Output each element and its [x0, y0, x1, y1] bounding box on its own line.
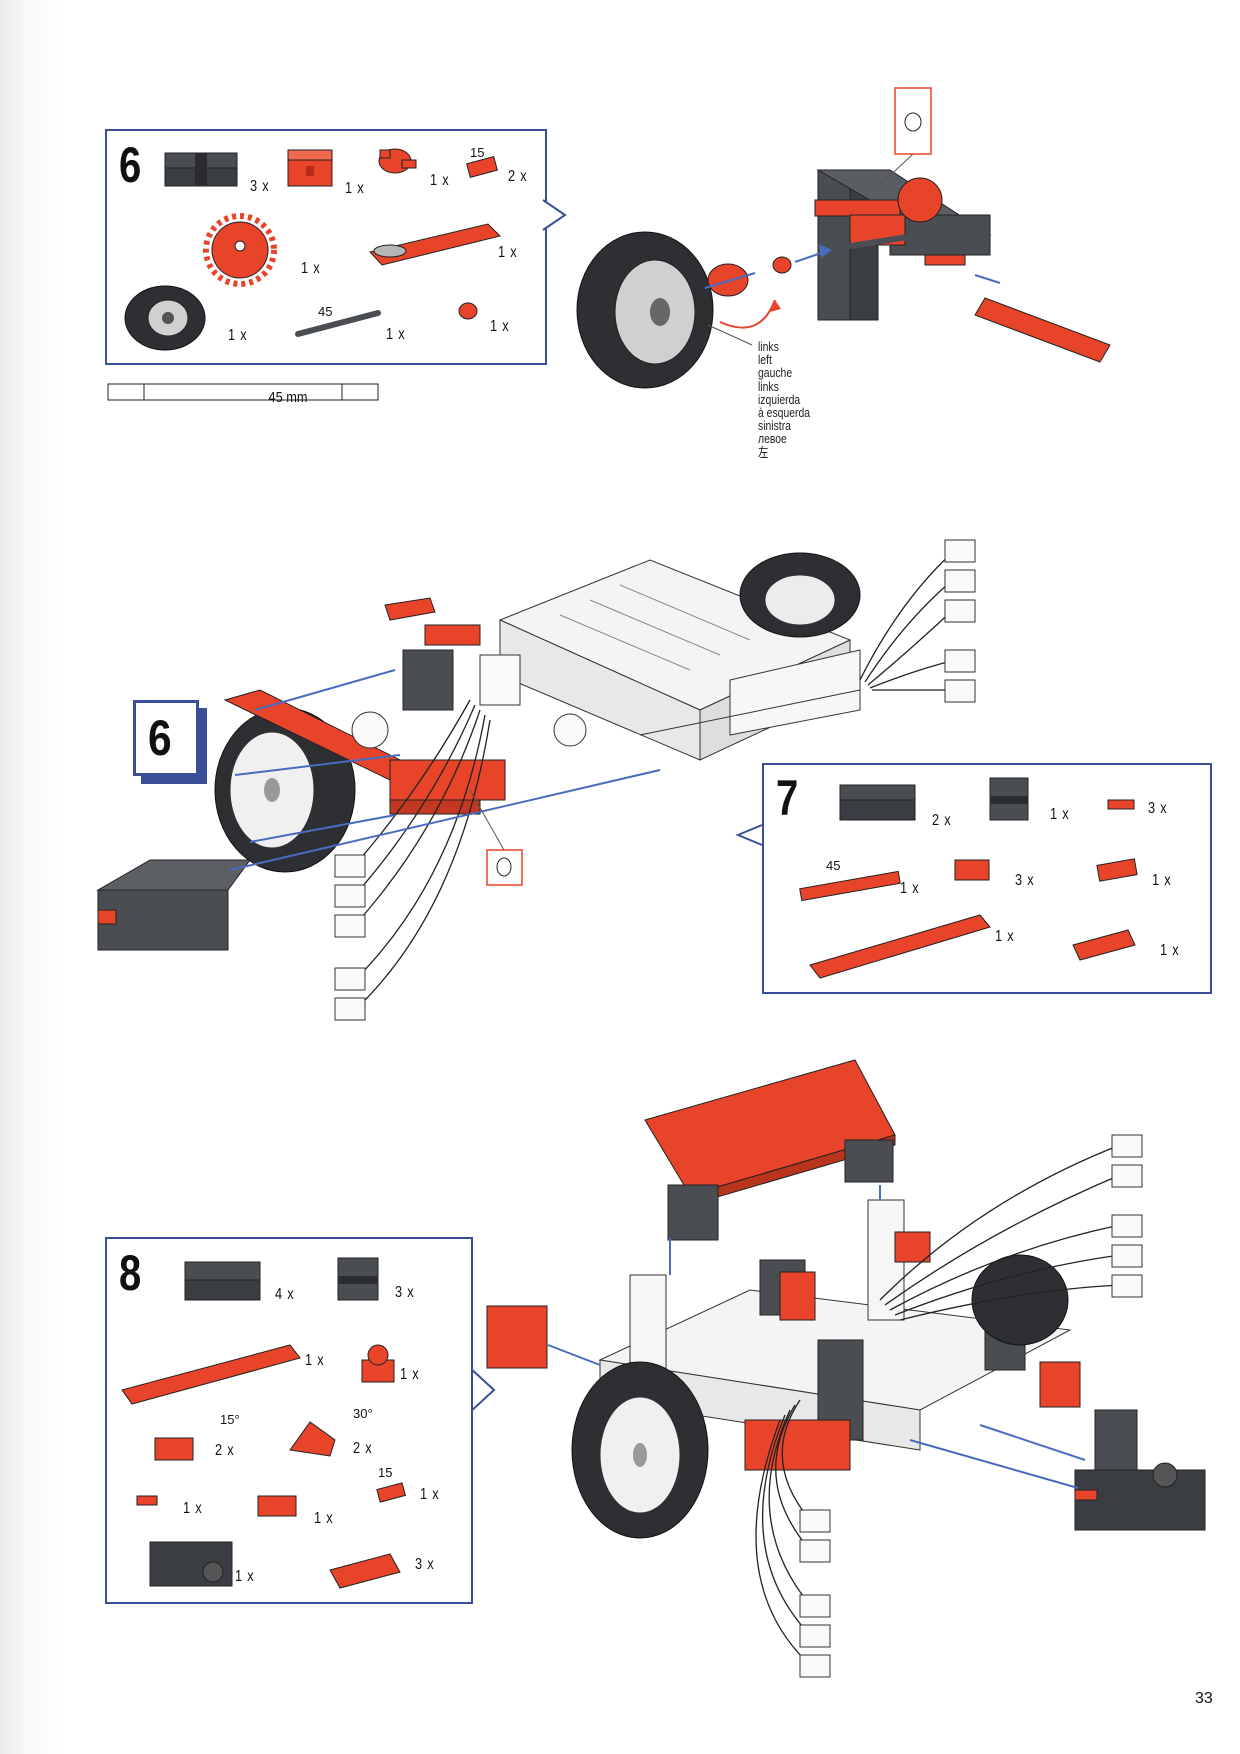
part-size-label: 15 [470, 145, 485, 160]
red-long-plate-icon [809, 914, 991, 979]
part-qty: 3 x [1015, 872, 1035, 889]
part-qty: 1 x [314, 1510, 334, 1527]
red-clip-hub-icon [707, 263, 749, 297]
part-size-label: 45 [318, 304, 333, 319]
step-6-number: 6 [119, 137, 142, 193]
part-size-label: 45 [826, 858, 841, 873]
gray-double-block-icon [989, 777, 1029, 821]
part-size-label: 15 [378, 1465, 393, 1480]
part-qty: 2 x [215, 1442, 235, 1459]
gray-building-block-icon [97, 889, 229, 951]
red-slotted-plate-icon [329, 1553, 401, 1589]
gray-building-block-icon [402, 649, 454, 711]
part-qty: 1 x [400, 1366, 420, 1383]
red-hinge-icon [361, 1344, 395, 1383]
part-size-label: 30° [353, 1406, 373, 1421]
part-qty: 2 x [932, 812, 952, 829]
plug-connector-icon [799, 1134, 1143, 1678]
step-7-number: 7 [776, 770, 799, 826]
red-gear-icon [897, 177, 943, 223]
red-small-block-icon [376, 1482, 406, 1503]
plug-connector-icon [334, 539, 976, 1021]
red-angle-block-icon [954, 859, 990, 881]
left-side-multilingual-label: links left gauche links izquierda à esqu… [758, 339, 811, 460]
part-qty: 4 x [275, 1286, 295, 1303]
red-flat-plate-icon [974, 297, 1111, 363]
motor-gearbox-icon [149, 1541, 233, 1587]
red-angle-block-icon [257, 1495, 297, 1517]
part-size-label: 15° [220, 1412, 240, 1427]
red-flat-plate-icon [369, 223, 501, 266]
gray-double-block-icon [337, 1257, 379, 1301]
red-small-clip-icon [136, 1495, 158, 1506]
red-square-plate-icon [1096, 858, 1138, 882]
part-qty: 1 x [900, 880, 920, 897]
red-gear-icon [203, 213, 277, 287]
part-qty: 2 x [508, 168, 528, 185]
part-qty: 1 x [995, 928, 1015, 945]
red-clip-hub-icon [378, 148, 417, 174]
gear-icon [553, 713, 587, 747]
step-8-number: 8 [119, 1245, 142, 1301]
red-bushing-icon [458, 302, 478, 320]
part-qty: 1 x [305, 1352, 325, 1369]
red-long-beam-icon [799, 870, 901, 902]
part-qty: 1 x [386, 326, 406, 343]
page-number: 33 [1195, 1690, 1213, 1707]
part-qty: 3 x [1148, 800, 1168, 817]
detail-inset-icon [486, 849, 523, 886]
red-angle-block-icon [744, 1419, 851, 1471]
gray-building-block-icon [164, 152, 238, 187]
axle-measure-icon [107, 383, 379, 401]
part-qty: 3 x [395, 1284, 415, 1301]
red-angle-block-icon [389, 759, 506, 801]
part-qty: 1 x [490, 318, 510, 335]
part-qty: 1 x [228, 327, 248, 344]
part-qty: 3 x [415, 1556, 435, 1573]
part-qty: 1 x [498, 244, 518, 261]
part-qty: 3 x [250, 178, 270, 195]
red-bushing-icon [772, 256, 792, 274]
part-qty: 1 x [345, 180, 365, 197]
part-qty: 1 x [235, 1568, 255, 1585]
axle-rod-icon [295, 310, 381, 337]
red-wedge-block-icon [289, 1421, 336, 1457]
step-6-callout-badge: 6 [133, 700, 199, 776]
part-qty: 1 x [430, 172, 450, 189]
red-square-plate-icon [384, 597, 436, 621]
red-wedge-block-icon [154, 1437, 194, 1461]
part-qty: 1 x [301, 260, 321, 277]
part-qty: 1 x [1152, 872, 1172, 889]
part-qty: 1 x [183, 1500, 203, 1517]
red-long-plate-icon [121, 1344, 301, 1405]
red-small-block-icon [466, 156, 498, 178]
part-qty: 2 x [353, 1440, 373, 1457]
red-short-plate-icon [1072, 929, 1136, 961]
red-small-clip-icon [1107, 799, 1135, 810]
book-spine-shadow [0, 0, 60, 1754]
part-qty: 1 x [1050, 806, 1070, 823]
axle-measure-label: 45 mm [268, 389, 308, 406]
gray-building-block-icon [184, 1261, 261, 1301]
part-qty: 1 x [420, 1486, 440, 1503]
red-square-plate-icon [486, 1305, 548, 1369]
gray-building-block-icon [839, 784, 916, 821]
tire-wheel-icon [124, 285, 206, 351]
red-cube-block-icon [287, 149, 333, 187]
part-qty: 1 x [1160, 942, 1180, 959]
